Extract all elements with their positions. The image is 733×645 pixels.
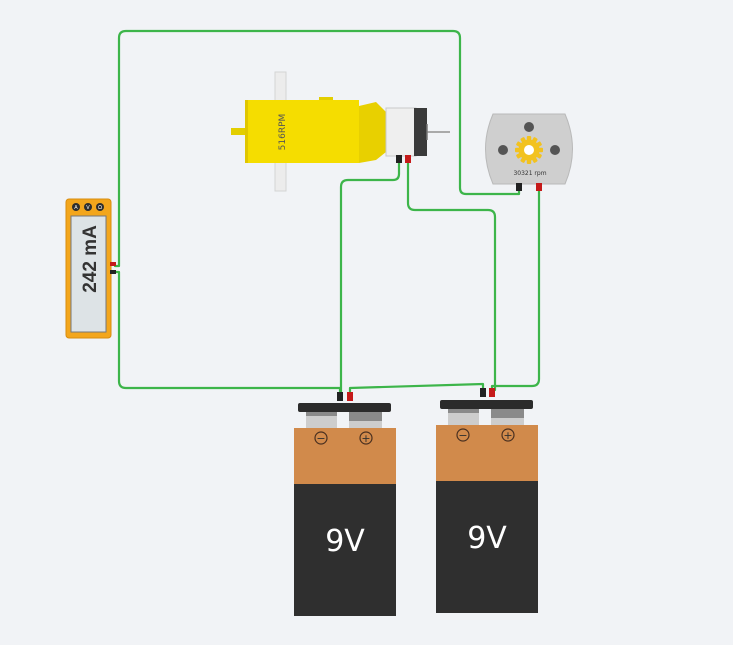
- meter-mode-button-current[interactable]: [72, 203, 80, 211]
- meter-mode-button-voltage[interactable]: [84, 203, 92, 211]
- multimeter[interactable]: A V Ω 242 mA: [65, 198, 116, 339]
- meter-mode-button-resistance[interactable]: [96, 203, 104, 211]
- meter-reading: 242 mA: [80, 225, 101, 293]
- wire-meter-to-battery1[interactable]: [113, 270, 342, 396]
- gear-motor-endcap: [414, 108, 427, 156]
- meter-display: [70, 215, 107, 333]
- dc-motor-gear-icon: [515, 136, 543, 164]
- battery-1-snap-positive[interactable]: [347, 392, 353, 401]
- gear-motor-can: [385, 107, 417, 157]
- gear-motor[interactable]: 516RPM: [231, 71, 450, 192]
- wire-gearmotor-to-battery1[interactable]: [339, 160, 401, 396]
- battery-2-positive-symbol: +: [503, 429, 512, 442]
- gear-motor-top-nub: [319, 97, 333, 102]
- battery-2-negative-symbol: −: [458, 429, 467, 442]
- gear-motor-body: [245, 100, 359, 163]
- meter-terminal-common[interactable]: [110, 270, 116, 274]
- gear-motor-gearbox-cap: [359, 102, 386, 163]
- dc-motor-screw-left: [498, 145, 508, 155]
- battery-2-voltage-label: 9V: [467, 521, 507, 556]
- battery-1-voltage-label: 9V: [325, 524, 365, 559]
- dc-motor-screw-right: [550, 145, 560, 155]
- gear-motor-shaft-stub: [231, 128, 247, 135]
- gear-motor-terminal-positive[interactable]: [405, 155, 411, 163]
- battery-2[interactable]: − + 9V: [436, 388, 538, 613]
- battery-1[interactable]: − + 9V: [294, 392, 396, 616]
- dc-motor-screw-top: [524, 122, 534, 132]
- battery-1-positive-symbol: +: [361, 432, 370, 445]
- dc-motor-terminal-negative[interactable]: [516, 183, 522, 191]
- battery-2-snap-negative[interactable]: [480, 388, 486, 397]
- dc-motor-label: 30321 rpm: [513, 170, 546, 177]
- meter-terminal-positive[interactable]: [110, 262, 116, 266]
- wire-gearmotor-to-battery2[interactable]: [406, 160, 497, 392]
- battery-1-snap-negative[interactable]: [337, 392, 343, 401]
- meter-mode-label-resistance: Ω: [98, 205, 102, 211]
- wire-top-loop[interactable]: [113, 29, 521, 268]
- battery-2-snap-positive[interactable]: [489, 388, 495, 397]
- dc-motor[interactable]: 30321 rpm: [485, 113, 573, 191]
- battery-1-negative-symbol: −: [316, 432, 325, 445]
- meter-mode-label-current: A: [74, 205, 78, 211]
- wire-battery1-to-battery2[interactable]: [348, 382, 485, 396]
- wire-dcmotor-to-battery2[interactable]: [490, 184, 541, 392]
- gear-motor-label: 516RPM: [278, 114, 288, 151]
- gear-motor-terminal-negative[interactable]: [396, 155, 402, 163]
- meter-mode-label-voltage: V: [86, 205, 90, 211]
- dc-motor-terminal-positive[interactable]: [536, 183, 542, 191]
